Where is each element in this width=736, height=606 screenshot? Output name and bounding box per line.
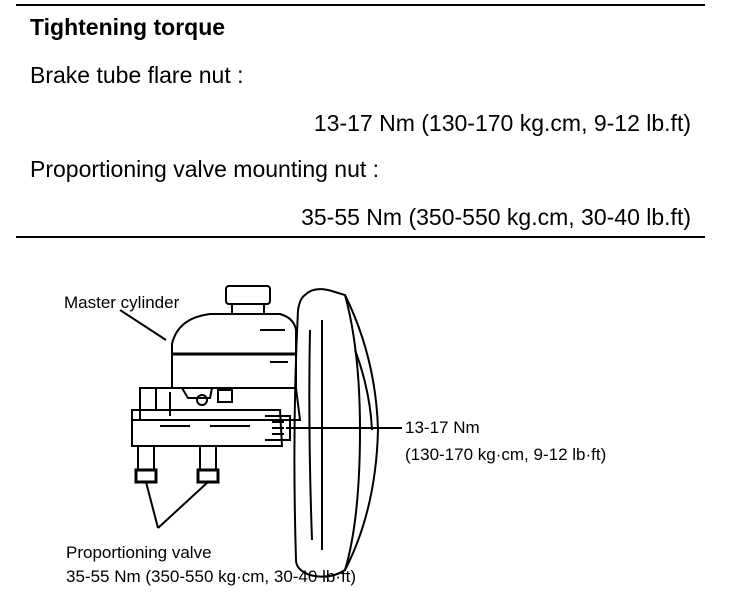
section-rule [16, 236, 705, 238]
flare-nut-torque-callout: 13-17 Nm [405, 418, 480, 437]
proportioning-valve-label: Proportioning valve mounting nut : [30, 156, 380, 182]
proportioning-valve-torque-callout: 35-55 Nm (350-550 kg·cm, 30-40 lb·ft) [66, 567, 356, 586]
brake-tube-torque-value: 13-17 Nm (130-170 kg.cm, 9-12 lb.ft) [313, 110, 691, 136]
proportioning-valve-torque-value: 35-55 Nm (350-550 kg.cm, 30-40 lb.ft) [301, 204, 691, 230]
master-cylinder-callout: Master cylinder [64, 293, 180, 312]
flare-nut-torque-callout-units: (130-170 kg·cm, 9-12 lb·ft) [405, 445, 606, 464]
brake-tube-label: Brake tube flare nut : [30, 62, 244, 88]
top-rule [16, 4, 705, 6]
proportioning-valve-callout: Proportioning valve [66, 543, 212, 562]
master-cylinder-illustration: Master cylinder 13-17 Nm (130-170 kg·cm,… [64, 285, 606, 586]
spec-heading: Tightening torque [30, 14, 226, 40]
